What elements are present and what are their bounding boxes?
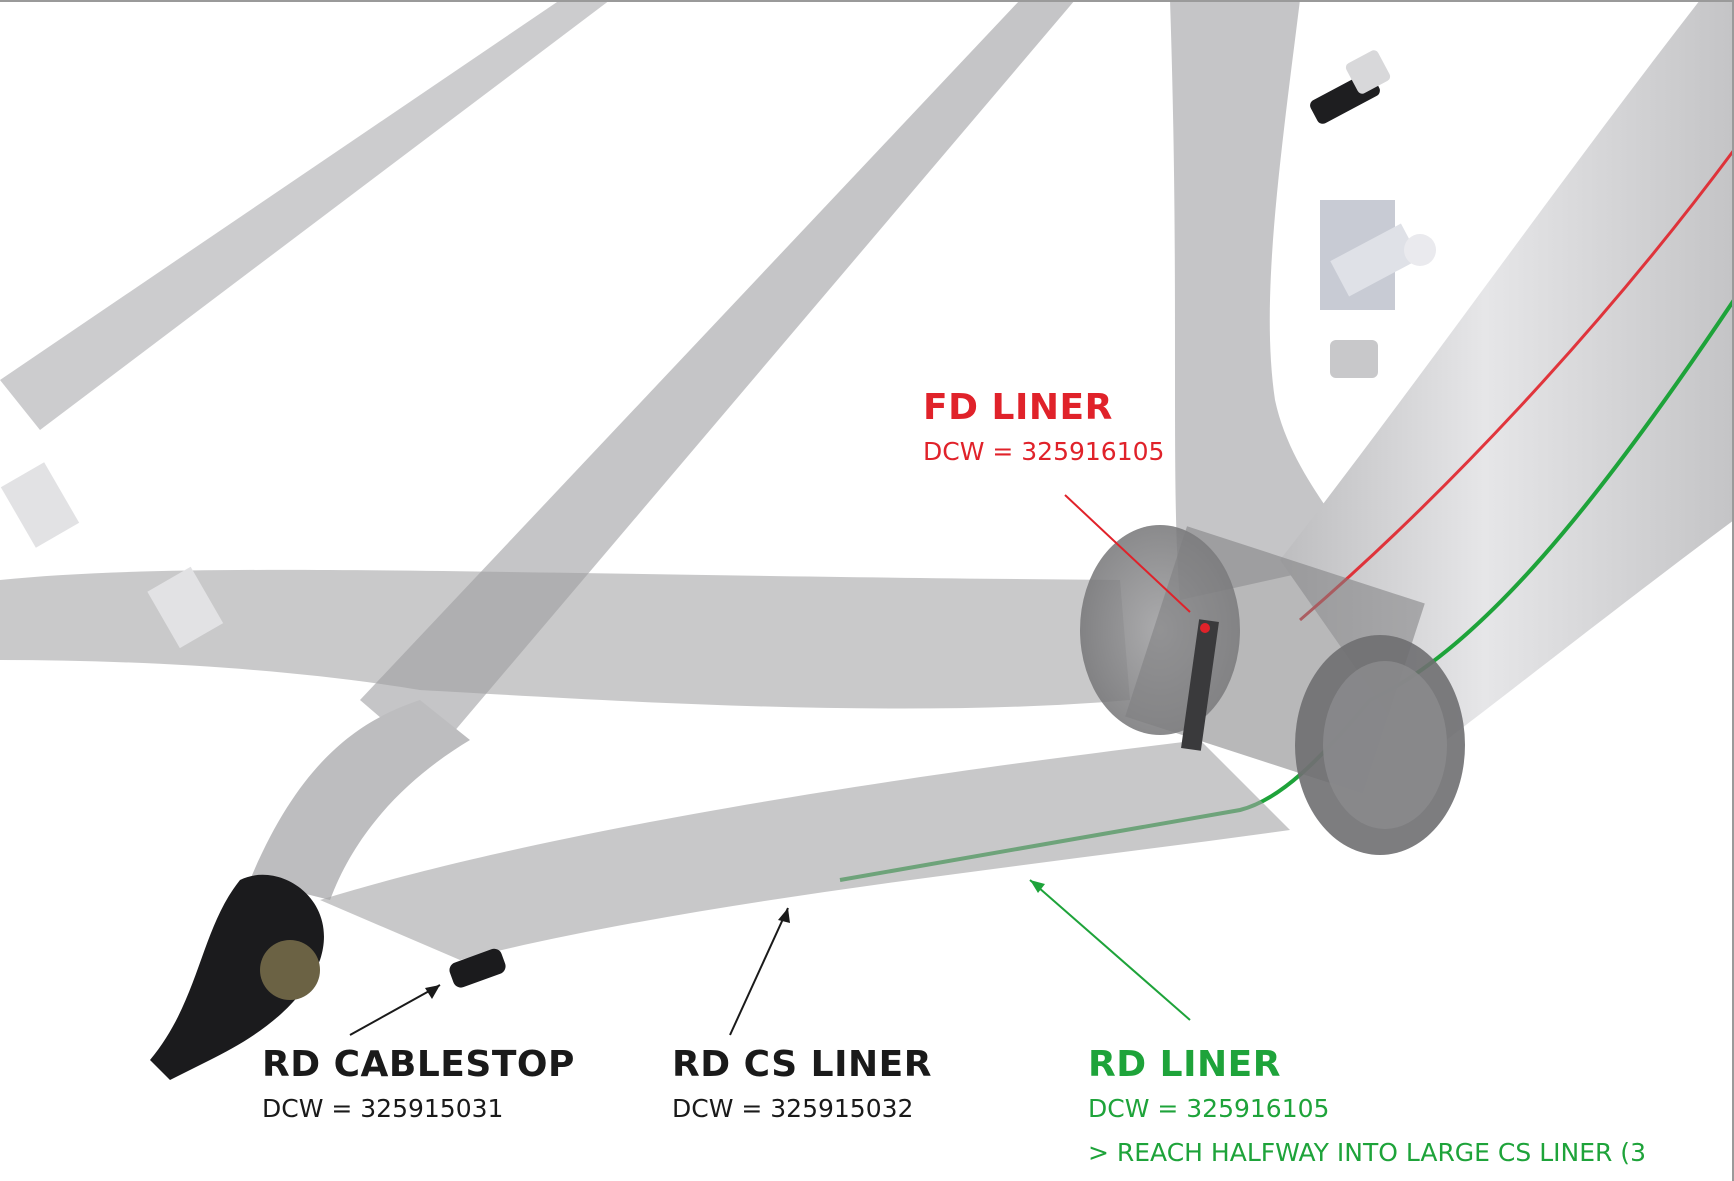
rd-cablestop-title: RD CABLESTOP (262, 1044, 575, 1085)
bottle-bolt-icon (1310, 50, 1391, 124)
rd-cs-liner-callout: RD CS LINER DCW = 325915032 (672, 1045, 932, 1127)
grommet-icon (1330, 340, 1378, 378)
fd-cable (1299, 149, 1734, 622)
rd-liner-note: > REACH HALFWAY INTO LARGE CS LINER (3 (1088, 1138, 1646, 1167)
rd-cs-liner-leader (729, 907, 789, 1036)
fd-liner-title: FD LINER (923, 387, 1113, 428)
fd-liner-callout: FD LINER DCW = 325916105 (923, 388, 1164, 470)
rd-cs-liner-code: DCW = 325915032 (672, 1094, 914, 1123)
bridge-insert-icon (0, 462, 80, 548)
rd-cs-liner-title: RD CS LINER (672, 1044, 932, 1085)
down-tube (1280, 0, 1734, 760)
rd-cablestop-leader (349, 984, 441, 1036)
seat-stay-left (0, 0, 610, 430)
fd-liner-part (1181, 619, 1219, 751)
chain-stay-lower (320, 740, 1290, 960)
derailleur-mount-icon (1320, 200, 1436, 310)
chain-stay-upper (0, 569, 1130, 709)
rd-liner-leader (1029, 879, 1191, 1021)
derailleur-hanger-icon (150, 874, 324, 1080)
rd-cablestop-callout: RD CABLESTOP DCW = 325915031 (262, 1045, 575, 1127)
seat-tube (1170, 0, 1360, 600)
rd-cablestop-part (449, 948, 506, 988)
rd-liner-title: RD LINER (1088, 1044, 1281, 1085)
bridge-insert-icon-2 (147, 566, 224, 649)
fd-leader (1064, 494, 1191, 613)
rd-liner-code: DCW = 325916105 (1088, 1094, 1330, 1123)
seat-stay-right (360, 0, 1075, 760)
fd-liner-code: DCW = 325916105 (923, 437, 1165, 466)
rd-cablestop-code: DCW = 325915031 (262, 1094, 504, 1123)
bottom-bracket-bore (1323, 661, 1447, 829)
seat-stay-link (250, 700, 470, 900)
rd-liner-callout: RD LINER DCW = 325916105 > REACH HALFWAY… (1088, 1045, 1646, 1171)
